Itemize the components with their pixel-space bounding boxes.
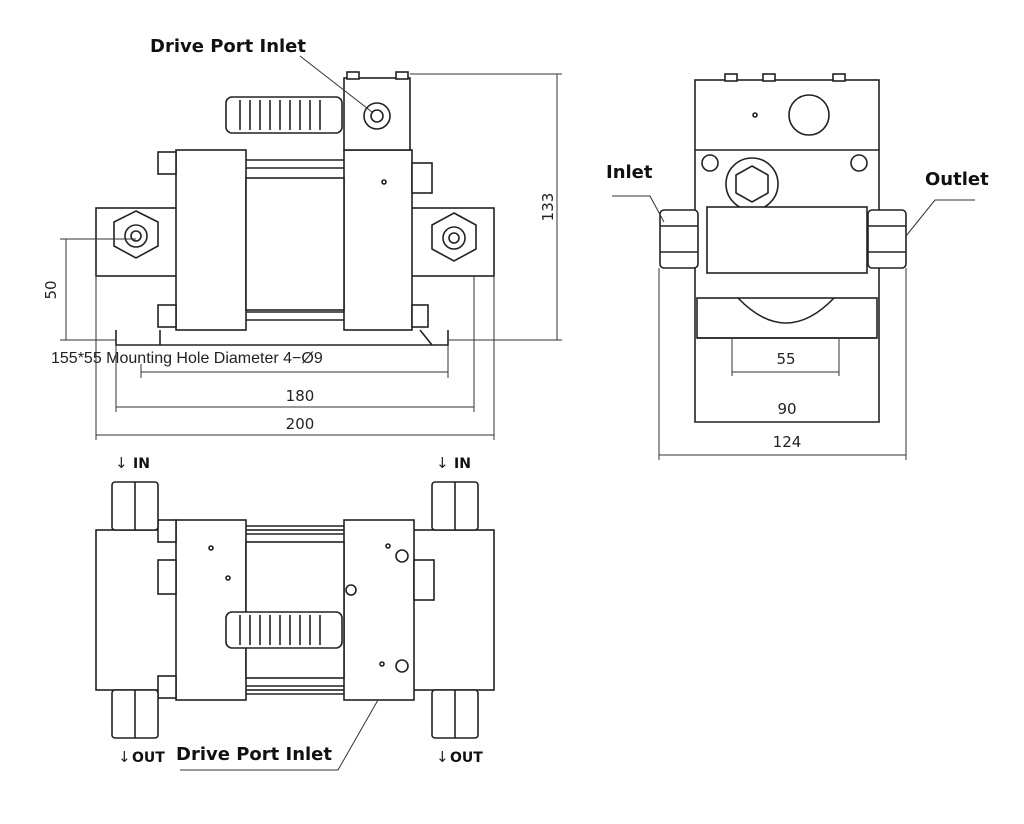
front-bolt-upper-right <box>411 162 433 194</box>
front-port-right <box>431 212 477 262</box>
top-view: ↓ IN ↓ IN ↓ OUT ↓ OUT Drive Port Inlet <box>95 454 495 771</box>
side-outlet-fitting <box>867 209 907 269</box>
side-cylinder <box>706 206 868 274</box>
arrow-out-left-icon: ↓ <box>118 748 131 766</box>
top-bolt <box>413 559 435 601</box>
top-muffler <box>225 611 343 649</box>
top-bolt <box>157 519 177 543</box>
front-left-head <box>175 149 247 331</box>
top-small-hole <box>225 575 231 581</box>
top-small-hole <box>385 543 391 549</box>
side-screw <box>850 154 868 172</box>
front-bolt-upper-left <box>157 151 177 175</box>
dim-side-width-label: 124 <box>773 433 802 451</box>
arrow-in-right-icon: ↓ <box>436 454 449 472</box>
front-barrel <box>245 177 345 311</box>
callout-inlet: Inlet <box>606 162 653 183</box>
top-left-head <box>175 519 247 701</box>
callout-leader <box>180 699 379 771</box>
top-right-head <box>343 519 415 701</box>
dim-bracket-span-label: 55 <box>776 350 795 368</box>
front-mount-hole-mark <box>419 329 433 346</box>
side-nub <box>724 73 738 82</box>
top-bolt <box>157 675 177 699</box>
side-screw <box>701 154 719 172</box>
top-small-hole <box>208 545 214 551</box>
side-inlet-fitting <box>659 209 699 269</box>
front-right-head <box>343 149 413 331</box>
top-screw <box>395 549 409 563</box>
side-saddle <box>737 297 835 324</box>
top-barrel <box>245 541 345 679</box>
front-small-hole <box>381 179 387 185</box>
dim-base-width-label: 90 <box>777 400 796 418</box>
side-small-hole <box>752 112 758 118</box>
dim-port-height-label: 50 <box>42 280 60 299</box>
front-bolt-lower-left <box>157 304 177 328</box>
dim-overall-width-label: 200 <box>286 415 315 433</box>
mounting-note: 155*55 Mounting Hole Diameter 4−Ø9 <box>51 350 323 367</box>
front-drive-nub-left <box>346 71 360 80</box>
side-nub <box>832 73 846 82</box>
callout-drive-port-top: Drive Port Inlet <box>150 36 306 57</box>
front-view: 133 50 155*55 Mounting Hole Diameter 4−Ø… <box>42 36 562 440</box>
front-muffler <box>225 96 343 134</box>
flow-label-out-left: OUT <box>132 750 165 766</box>
flow-label-in-right: IN <box>454 456 471 472</box>
front-port-left <box>113 210 159 259</box>
side-view: 55 90 124 Inlet Outlet <box>606 73 989 460</box>
side-drive-port <box>788 94 830 136</box>
callout-outlet: Outlet <box>925 169 989 190</box>
callout-leader <box>612 195 665 223</box>
callout-leader <box>299 55 373 113</box>
flow-label-out-right: OUT <box>450 750 483 766</box>
side-nub <box>762 73 776 82</box>
top-small-hole <box>379 661 385 667</box>
callout-drive-port-bottom: Drive Port Inlet <box>176 744 332 765</box>
side-mount-bracket <box>696 297 878 339</box>
front-bolt-lower-right <box>411 304 429 328</box>
dim-hole-span-label: 180 <box>286 387 315 405</box>
side-hex-plug <box>735 165 769 203</box>
dim-height-label: 133 <box>539 193 557 222</box>
front-mount-bracket <box>115 330 449 346</box>
top-screw <box>395 659 409 673</box>
top-bolt <box>157 559 177 595</box>
front-drive-nub-right <box>395 71 409 80</box>
front-drive-port-bore <box>370 109 384 123</box>
arrow-out-right-icon: ↓ <box>436 748 449 766</box>
callout-leader <box>905 199 975 237</box>
arrow-in-left-icon: ↓ <box>115 454 128 472</box>
flow-label-in-left: IN <box>133 456 150 472</box>
top-screw <box>345 584 357 596</box>
